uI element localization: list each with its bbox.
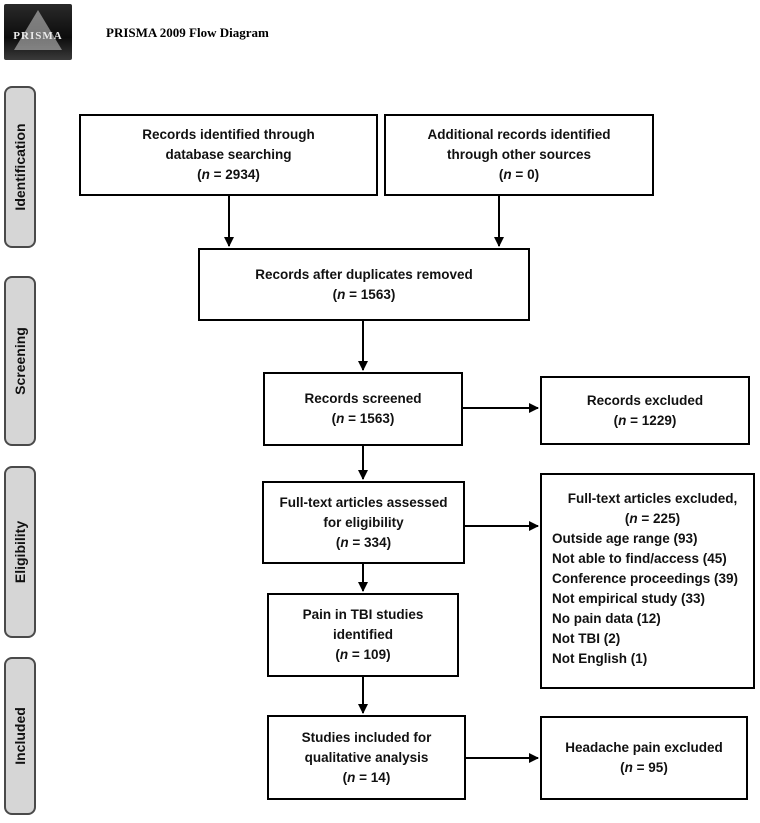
box-fulltext-excluded: Full-text articles excluded, (n = 225) O… bbox=[540, 473, 755, 689]
screened-count-line: (n = 1563) bbox=[331, 411, 395, 426]
screened-line1: Records screened bbox=[304, 391, 422, 406]
box-headache-excluded: Headache pain excluded (n = 95) bbox=[540, 716, 748, 800]
db-search-count: 2934 bbox=[225, 167, 256, 182]
other-sources-line2: through other sources bbox=[446, 147, 591, 162]
included-studies-count: 14 bbox=[370, 769, 386, 785]
box-records-excluded: Records excluded (n = 1229) bbox=[540, 376, 750, 445]
fulltext-excluded-count-line: (n = 225) bbox=[624, 511, 681, 526]
phase-identification: Identification bbox=[4, 86, 36, 248]
box-fulltext-assessed: Full-text articles assessed for eligibil… bbox=[262, 481, 465, 564]
logo-text: PRISMA bbox=[13, 30, 63, 42]
headache-excluded-line1: Headache pain excluded bbox=[565, 740, 723, 755]
exclusion-reason: Not able to find/access (45) bbox=[552, 551, 727, 566]
exclusion-reason: Outside age range (93) bbox=[552, 531, 698, 546]
after-duplicates-count-line: (n = 1563) bbox=[332, 286, 396, 302]
exclusion-reason: Not empirical study (33) bbox=[552, 591, 706, 606]
db-search-line2: database searching bbox=[165, 147, 292, 162]
fulltext-excluded-line1: Full-text articles excluded, bbox=[567, 491, 738, 506]
fulltext-assessed-count: 334 bbox=[364, 534, 387, 550]
box-studies-included: Studies included for qualitative analysi… bbox=[267, 715, 466, 800]
other-sources-count-line: (n = 0) bbox=[498, 167, 540, 182]
box-other-sources: Additional records identified through ot… bbox=[384, 114, 654, 196]
included-studies-line1: Studies included for bbox=[301, 729, 432, 745]
screened-count: 1563 bbox=[359, 411, 390, 426]
fulltext-assessed-count-line: (n = 334) bbox=[335, 534, 392, 550]
other-sources-count: 0 bbox=[527, 167, 535, 182]
pain-tbi-count: 109 bbox=[363, 647, 387, 662]
other-sources-line1: Additional records identified bbox=[427, 127, 611, 142]
pain-tbi-line1: Pain in TBI studies bbox=[302, 607, 424, 622]
page-title: PRISMA 2009 Flow Diagram bbox=[106, 25, 269, 40]
after-duplicates-line1: Records after duplicates removed bbox=[255, 266, 473, 282]
box-database-search: Records identified through database sear… bbox=[79, 114, 378, 196]
excluded-count-line: (n = 1229) bbox=[613, 412, 677, 428]
excluded-count: 1229 bbox=[641, 412, 672, 428]
fulltext-excluded-count: 225 bbox=[653, 511, 676, 526]
pain-tbi-line2: identified bbox=[333, 627, 393, 642]
phase-eligibility: Eligibility bbox=[4, 466, 36, 638]
fulltext-assessed-line1: Full-text articles assessed bbox=[279, 494, 448, 510]
included-studies-line2: qualitative analysis bbox=[304, 749, 429, 765]
included-studies-count-line: (n = 14) bbox=[342, 769, 391, 785]
exclusion-reason: Conference proceedings (39) bbox=[552, 571, 739, 586]
after-duplicates-count: 1563 bbox=[360, 286, 391, 302]
phase-screening: Screening bbox=[4, 276, 36, 446]
phase-included: Included bbox=[4, 657, 36, 815]
headache-excluded-count: 95 bbox=[648, 760, 664, 775]
excluded-line1: Records excluded bbox=[586, 392, 704, 408]
db-search-count-line: (n = 2934) bbox=[197, 167, 260, 182]
exclusion-reason: Not English (1) bbox=[552, 651, 648, 666]
db-search-line1: Records identified through bbox=[142, 127, 315, 142]
box-pain-tbi-studies: Pain in TBI studies identified (n = 109) bbox=[267, 593, 459, 677]
box-records-screened: Records screened (n = 1563) bbox=[263, 372, 463, 446]
exclusion-reason: No pain data (12) bbox=[552, 611, 661, 626]
exclusion-reason: Not TBI (2) bbox=[552, 631, 621, 646]
box-after-duplicates: Records after duplicates removed (n = 15… bbox=[198, 248, 530, 321]
pain-tbi-count-line: (n = 109) bbox=[335, 647, 391, 662]
headache-excluded-count-line: (n = 95) bbox=[620, 760, 668, 775]
logo-triangle-icon bbox=[14, 10, 62, 50]
prisma-logo: PRISMA bbox=[4, 4, 72, 60]
fulltext-assessed-line2: for eligibility bbox=[323, 514, 404, 530]
